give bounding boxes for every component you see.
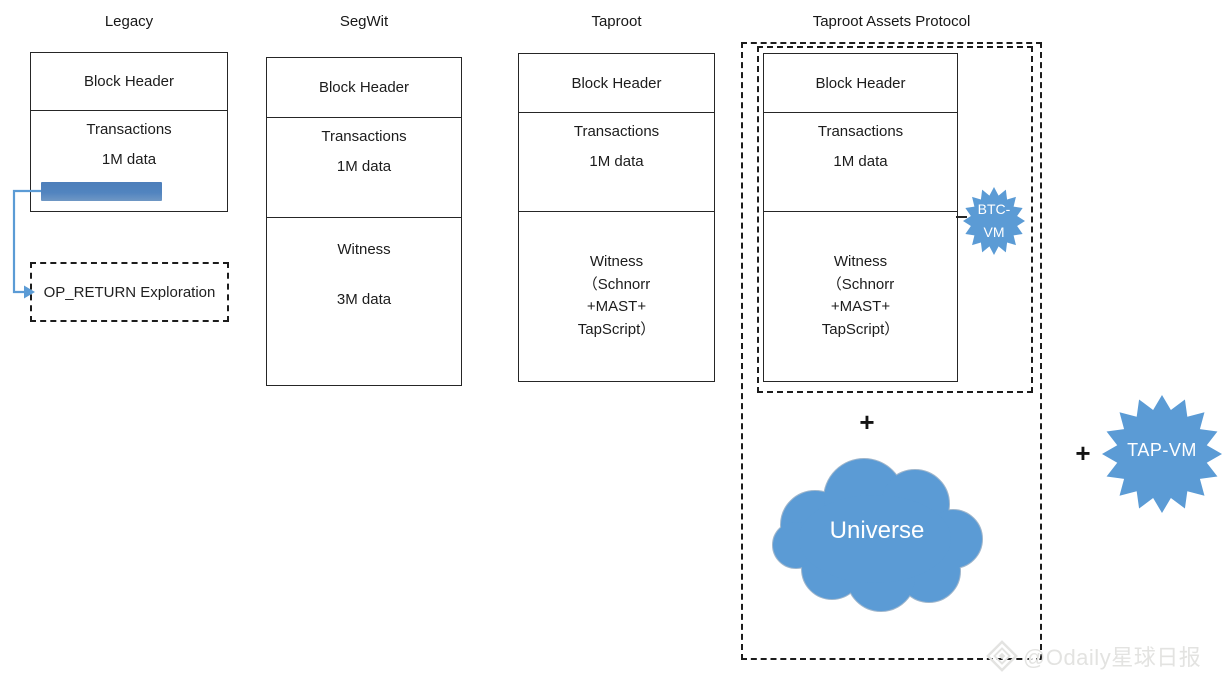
witness-detail-line: +MAST+ xyxy=(830,298,891,315)
block-header-label: Block Header xyxy=(83,73,175,90)
btc-vm-label-line2: VM xyxy=(983,224,1005,240)
column-title-legacy: Legacy xyxy=(104,13,154,30)
tap-vm-badge: TAP-VM xyxy=(1102,395,1222,513)
segwit-transactions-cell: Transactions 1M data xyxy=(267,118,461,218)
plus-sign-universe: + xyxy=(859,407,875,437)
tap-outer-dashed-box xyxy=(741,42,1042,660)
legacy-transactions-cell: Transactions 1M data xyxy=(31,111,227,211)
witness-detail-line: （Schnorr xyxy=(582,275,651,293)
legacy-block-header-cell: Block Header xyxy=(31,53,227,111)
segwit-witness-cell: Witness 3M data xyxy=(267,218,461,384)
witness-label: Witness xyxy=(833,253,888,270)
witness-detail-line: （Schnorr xyxy=(826,275,895,293)
transactions-label: Transactions xyxy=(817,123,904,140)
tap-witness-cell: Witness （Schnorr +MAST+ TapScript） xyxy=(764,212,957,380)
block-header-label: Block Header xyxy=(815,74,906,92)
tap-vm-label: TAP-VM xyxy=(1127,439,1197,460)
op-return-box: OP_RETURN Exploration xyxy=(30,262,229,322)
segwit-block-header-cell: Block Header xyxy=(267,58,461,118)
transactions-label: Transactions xyxy=(573,123,660,140)
column-title-segwit: SegWit xyxy=(339,13,389,30)
watermark-text: @Odaily星球日报 xyxy=(1023,645,1202,670)
taproot-block: Block Header Transactions 1M data Witnes… xyxy=(518,53,715,382)
column-title-taproot-assets: Taproot Assets Protocol xyxy=(812,13,971,30)
witness-detail-line: TapScript） xyxy=(821,320,900,338)
btc-vm-connector-line xyxy=(956,216,967,218)
op-return-label: OP_RETURN Exploration xyxy=(43,283,216,301)
witness-size-label: 3M data xyxy=(336,291,392,308)
btc-vm-label-line1: BTC- xyxy=(977,201,1011,217)
taproot-block-header-cell: Block Header xyxy=(519,54,714,113)
btc-vm-badge: BTC- VM xyxy=(963,187,1025,255)
tap-block: Block Header Transactions 1M data Witnes… xyxy=(763,53,958,382)
transactions-label: Transactions xyxy=(321,128,407,145)
universe-cloud: Universe xyxy=(769,447,985,614)
cloud-icon xyxy=(772,458,983,612)
plus-sign-tap-vm: + xyxy=(1075,438,1091,468)
block-header-label: Block Header xyxy=(571,74,662,92)
transactions-size-label: 1M data xyxy=(336,158,392,175)
transactions-size-label: 1M data xyxy=(833,153,888,170)
segwit-block: Block Header Transactions 1M data Witnes… xyxy=(266,57,462,386)
block-header-label: Block Header xyxy=(318,79,410,96)
watermark: @Odaily星球日报 xyxy=(985,638,1201,674)
op-return-arrow xyxy=(12,189,41,299)
witness-label: Witness xyxy=(589,253,644,270)
transactions-size-label: 1M data xyxy=(101,151,157,168)
tap-block-header-cell: Block Header xyxy=(764,54,957,113)
tap-transactions-cell: Transactions 1M data xyxy=(764,113,957,212)
witness-label: Witness xyxy=(337,241,391,258)
transactions-size-label: 1M data xyxy=(589,153,644,170)
column-title-taproot: Taproot xyxy=(591,13,642,30)
witness-detail-line: TapScript） xyxy=(577,320,656,338)
btc-vm-label: BTC- VM xyxy=(963,187,1025,255)
taproot-transactions-cell: Transactions 1M data xyxy=(519,113,714,212)
witness-detail-line: +MAST+ xyxy=(586,298,647,315)
tap-inner-dashed-box xyxy=(757,46,1033,393)
op-return-data-bar xyxy=(41,182,162,201)
odaily-logo-icon xyxy=(986,640,1018,672)
universe-label: Universe xyxy=(829,516,925,544)
starburst-icon xyxy=(963,187,1025,255)
transactions-label: Transactions xyxy=(86,121,172,138)
taproot-witness-cell: Witness （Schnorr +MAST+ TapScript） xyxy=(519,212,714,380)
starburst-icon xyxy=(1102,395,1222,513)
